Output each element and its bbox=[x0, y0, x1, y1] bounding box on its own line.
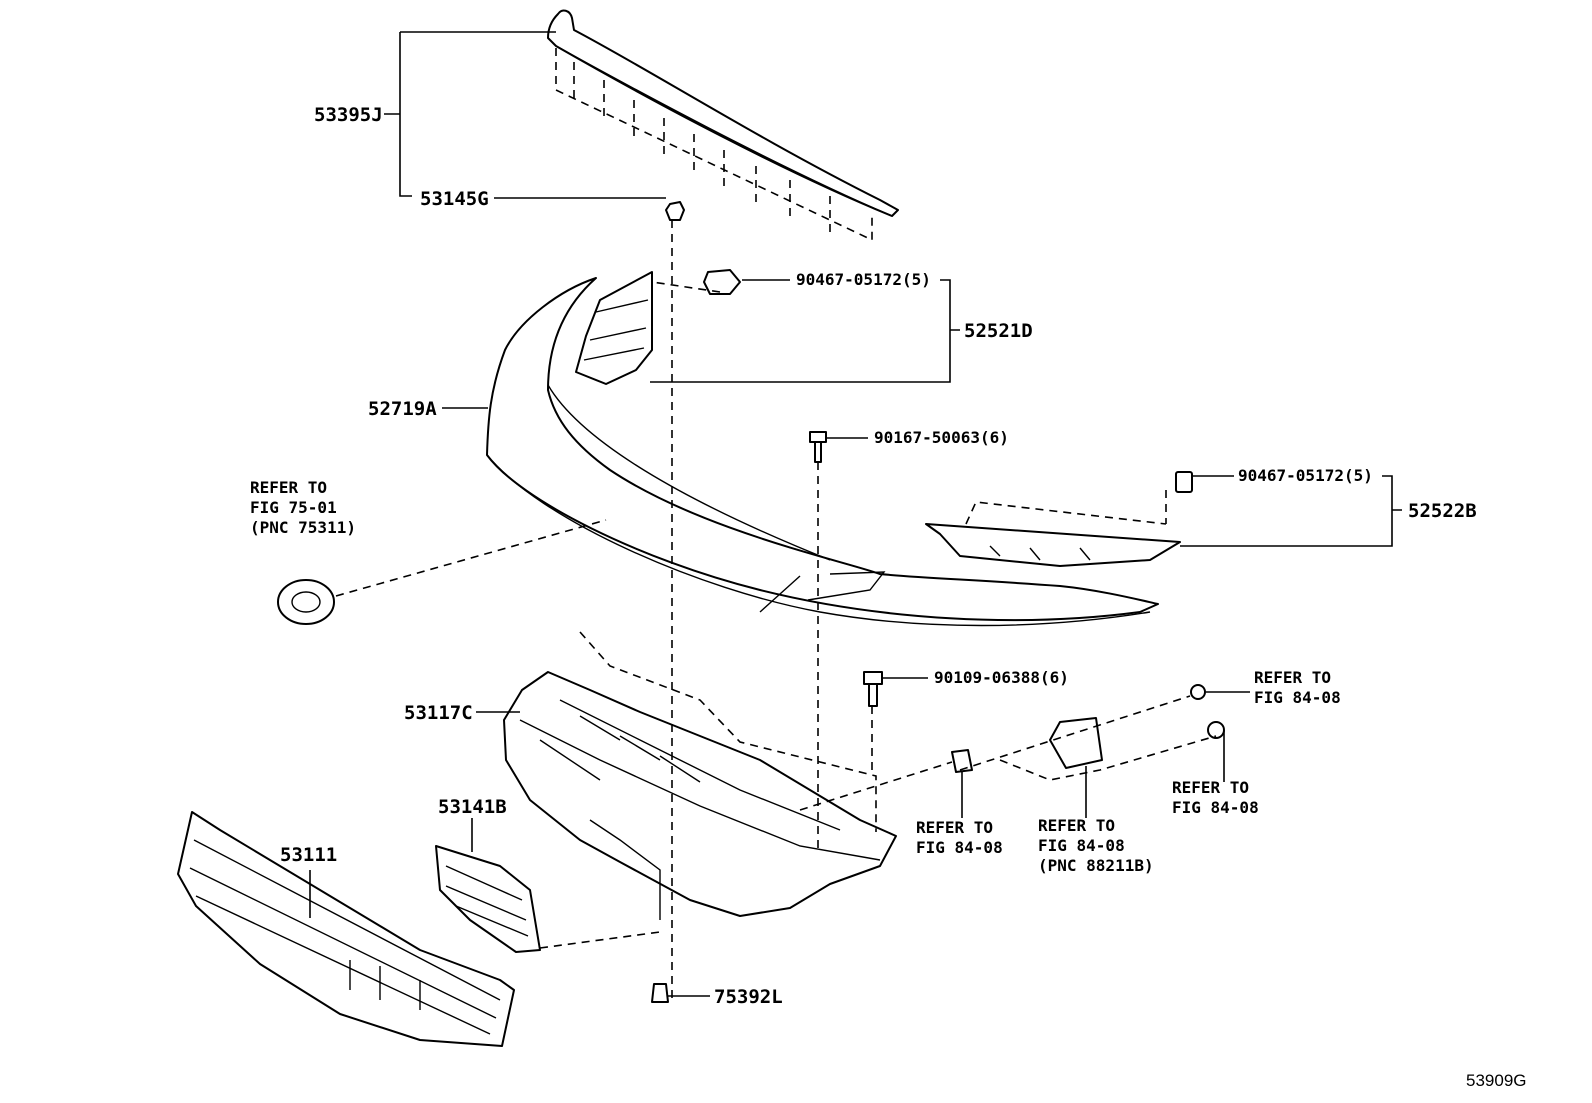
reference-mid-right: REFER TO FIG 84-08 bbox=[1172, 778, 1259, 818]
sensor-unit bbox=[1049, 717, 1103, 769]
grille-lower-53111 bbox=[177, 811, 515, 1047]
label-53395J: 53395J bbox=[314, 104, 383, 126]
reference-top-right-line1: REFER TO bbox=[1254, 668, 1332, 687]
reference-sensor: REFER TO FIG 84-08 (PNC 88211B) bbox=[1038, 816, 1154, 876]
label-90109: 90109-06388(6) bbox=[934, 668, 1069, 687]
reference-bracket-line1: REFER TO bbox=[916, 818, 994, 837]
assembly-lines bbox=[335, 220, 1217, 1000]
reference-sensor-line3: (PNC 88211B) bbox=[1038, 856, 1154, 875]
bolt-90109 bbox=[863, 671, 883, 707]
reference-emblem: REFER TO FIG 75-01 (PNC 75311) bbox=[250, 478, 356, 538]
bracket-small bbox=[951, 749, 973, 773]
label-53111: 53111 bbox=[280, 844, 338, 866]
reference-mid-right-line2: FIG 84-08 bbox=[1172, 798, 1259, 817]
bracket-52521D bbox=[575, 271, 653, 385]
figure-id: 53909G bbox=[1466, 1071, 1527, 1090]
emblem bbox=[277, 579, 335, 625]
leader-lines bbox=[309, 31, 1402, 997]
label-53141B: 53141B bbox=[438, 796, 507, 818]
reference-sensor-line2: FIG 84-08 bbox=[1038, 836, 1125, 855]
fastener-top-right bbox=[1190, 684, 1206, 700]
bracket-52522B bbox=[925, 501, 1181, 567]
label-52521D: 52521D bbox=[964, 320, 1033, 342]
clip-75392L bbox=[651, 983, 669, 1003]
clip-90467-right bbox=[1175, 471, 1193, 493]
grille-upper-52719A bbox=[486, 277, 1159, 627]
reference-mid-right-line1: REFER TO bbox=[1172, 778, 1250, 797]
reference-sensor-line1: REFER TO bbox=[1038, 816, 1116, 835]
molding-53395J bbox=[547, 9, 899, 242]
frame-53117C bbox=[503, 671, 897, 920]
label-90467-top: 90467-05172(5) bbox=[796, 270, 931, 289]
grille-insert-53141B bbox=[435, 845, 541, 953]
reference-top-right-line2: FIG 84-08 bbox=[1254, 688, 1341, 707]
reference-bracket: REFER TO FIG 84-08 bbox=[916, 818, 1003, 858]
clip-53145G bbox=[665, 201, 685, 221]
reference-bracket-line2: FIG 84-08 bbox=[916, 838, 1003, 857]
label-75392L: 75392L bbox=[714, 986, 783, 1008]
label-90467-right: 90467-05172(5) bbox=[1238, 466, 1373, 485]
reference-emblem-line2: FIG 75-01 bbox=[250, 498, 337, 517]
label-53145G: 53145G bbox=[420, 188, 489, 210]
label-52522B: 52522B bbox=[1408, 500, 1477, 522]
label-52719A: 52719A bbox=[368, 398, 437, 420]
reference-top-right: REFER TO FIG 84-08 bbox=[1254, 668, 1341, 708]
label-90167: 90167-50063(6) bbox=[874, 428, 1009, 447]
reference-emblem-line1: REFER TO bbox=[250, 478, 328, 497]
bolt-90167 bbox=[809, 431, 827, 463]
fastener-mid-right bbox=[1207, 721, 1225, 739]
label-53117C: 53117C bbox=[404, 702, 473, 724]
clip-90467-top bbox=[703, 269, 741, 295]
reference-emblem-line3: (PNC 75311) bbox=[250, 518, 356, 537]
